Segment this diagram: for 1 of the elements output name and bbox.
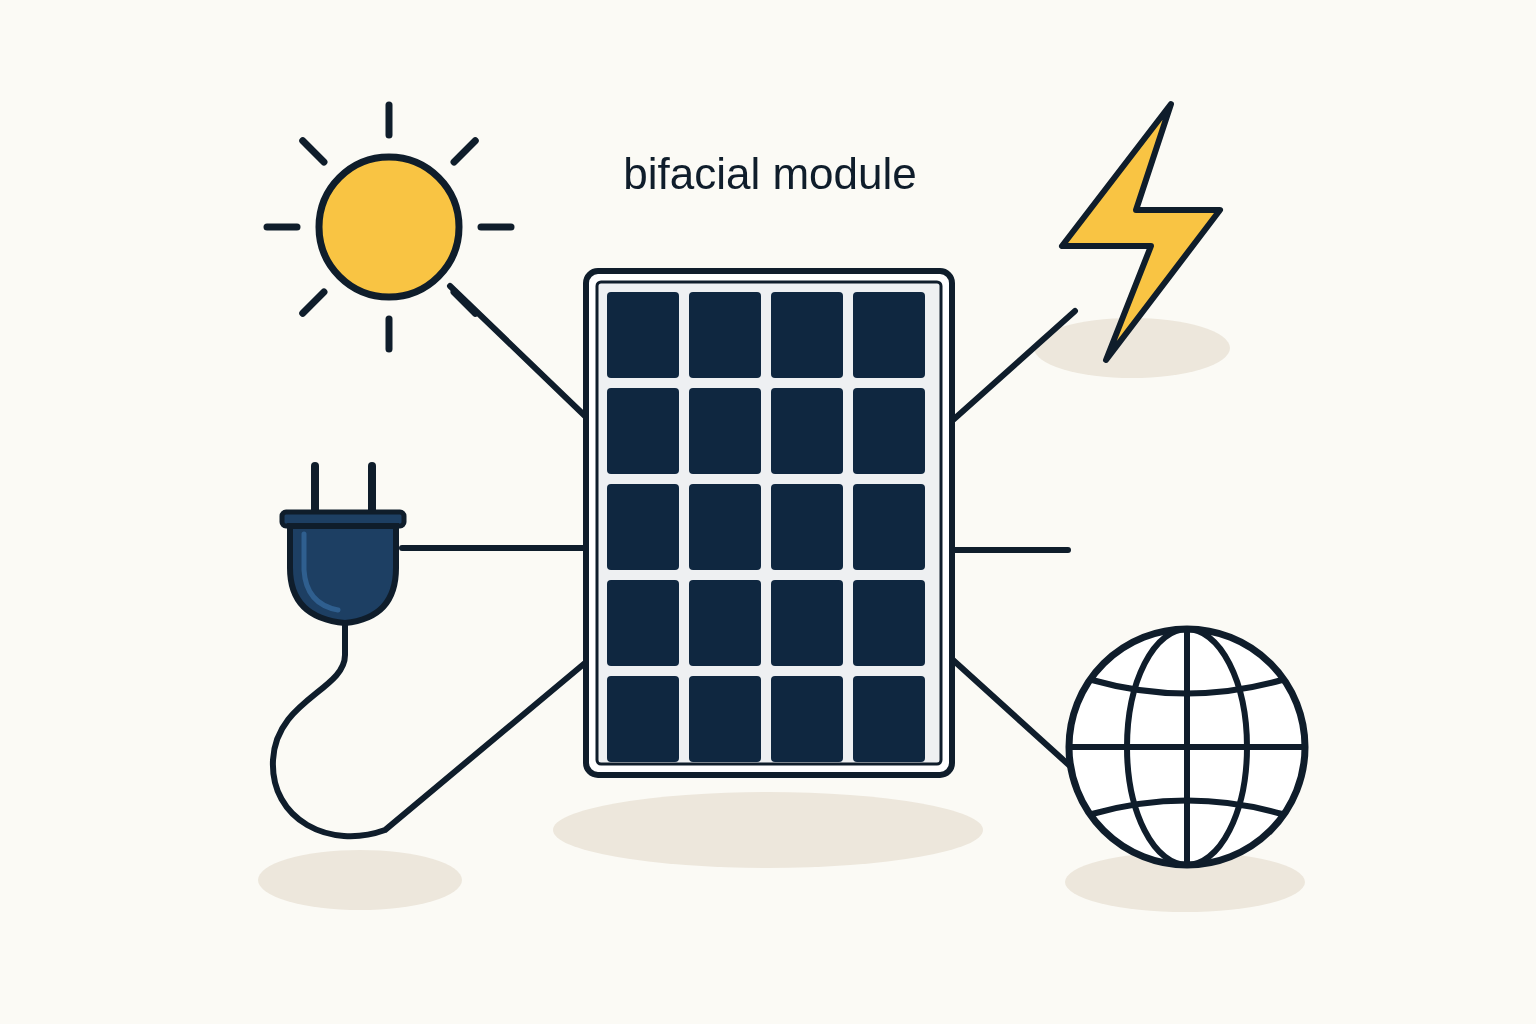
title: bifacial module	[622, 152, 918, 196]
